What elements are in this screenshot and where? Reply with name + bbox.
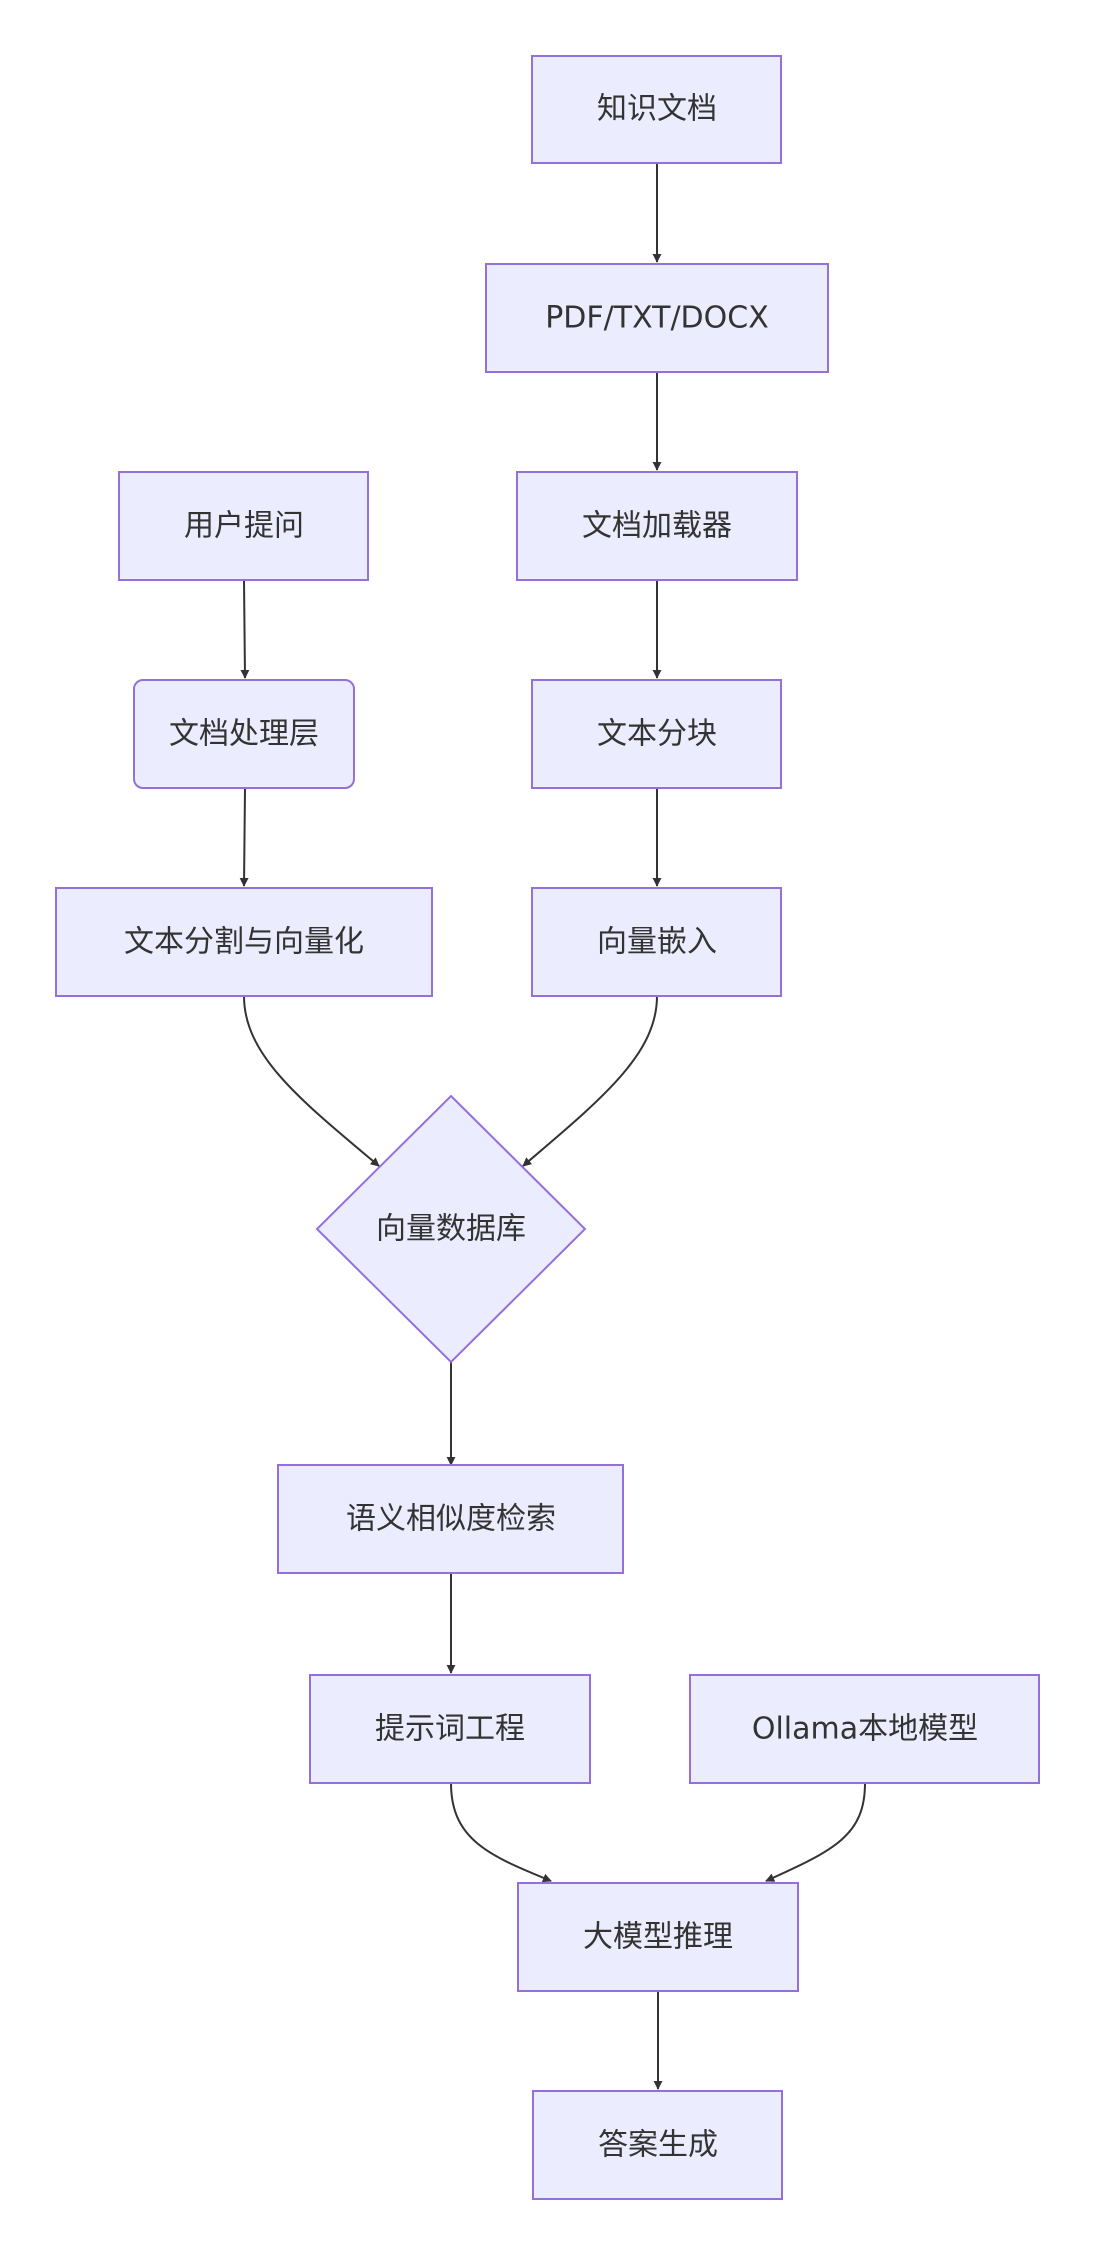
node-llm-inference: 大模型推理 — [517, 1882, 799, 1992]
node-doc-loader: 文档加载器 — [516, 471, 798, 581]
node-prompt-engineering-label: 提示词工程 — [375, 1712, 525, 1747]
node-semantic-search-label: 语义相似度检索 — [346, 1502, 556, 1537]
node-user-question-label: 用户提问 — [184, 509, 304, 544]
edge-embedding-to-vectordb — [522, 995, 658, 1167]
edge-prompt-to-inference — [450, 1782, 552, 1883]
node-split-vectorize-label: 文本分割与向量化 — [124, 925, 364, 960]
node-prompt-engineering: 提示词工程 — [309, 1674, 591, 1784]
node-file-formats: PDF/TXT/DOCX — [485, 263, 829, 373]
node-vector-embedding: 向量嵌入 — [531, 887, 782, 997]
node-doc-loader-label: 文档加载器 — [582, 509, 732, 544]
edge-ollama-to-inference — [765, 1782, 866, 1882]
node-vector-db-label: 向量数据库 — [376, 1212, 526, 1247]
node-doc-processing-label: 文档处理层 — [169, 717, 319, 752]
node-answer-generation: 答案生成 — [532, 2090, 783, 2200]
node-file-formats-label: PDF/TXT/DOCX — [545, 301, 769, 336]
node-vector-db: 向量数据库 — [315, 1094, 587, 1364]
node-doc-processing: 文档处理层 — [133, 679, 355, 789]
node-split-vectorize: 文本分割与向量化 — [55, 887, 433, 997]
node-ollama-model-label: Ollama本地模型 — [752, 1712, 978, 1747]
node-vector-embedding-label: 向量嵌入 — [597, 925, 717, 960]
node-knowledge-docs-label: 知识文档 — [597, 92, 717, 127]
node-llm-inference-label: 大模型推理 — [583, 1920, 733, 1955]
edge-question-to-processing — [240, 579, 250, 679]
node-ollama-model: Ollama本地模型 — [689, 1674, 1040, 1784]
edges — [239, 163, 866, 2090]
node-text-chunking-label: 文本分块 — [597, 717, 717, 752]
node-text-chunking: 文本分块 — [531, 679, 782, 789]
node-semantic-search: 语义相似度检索 — [277, 1464, 624, 1574]
node-knowledge-docs: 知识文档 — [531, 55, 782, 164]
node-user-question: 用户提问 — [118, 471, 369, 581]
node-answer-generation-label: 答案生成 — [598, 2128, 718, 2163]
edge-split-to-vectordb — [243, 995, 380, 1167]
edge-processing-to-split — [239, 787, 249, 887]
